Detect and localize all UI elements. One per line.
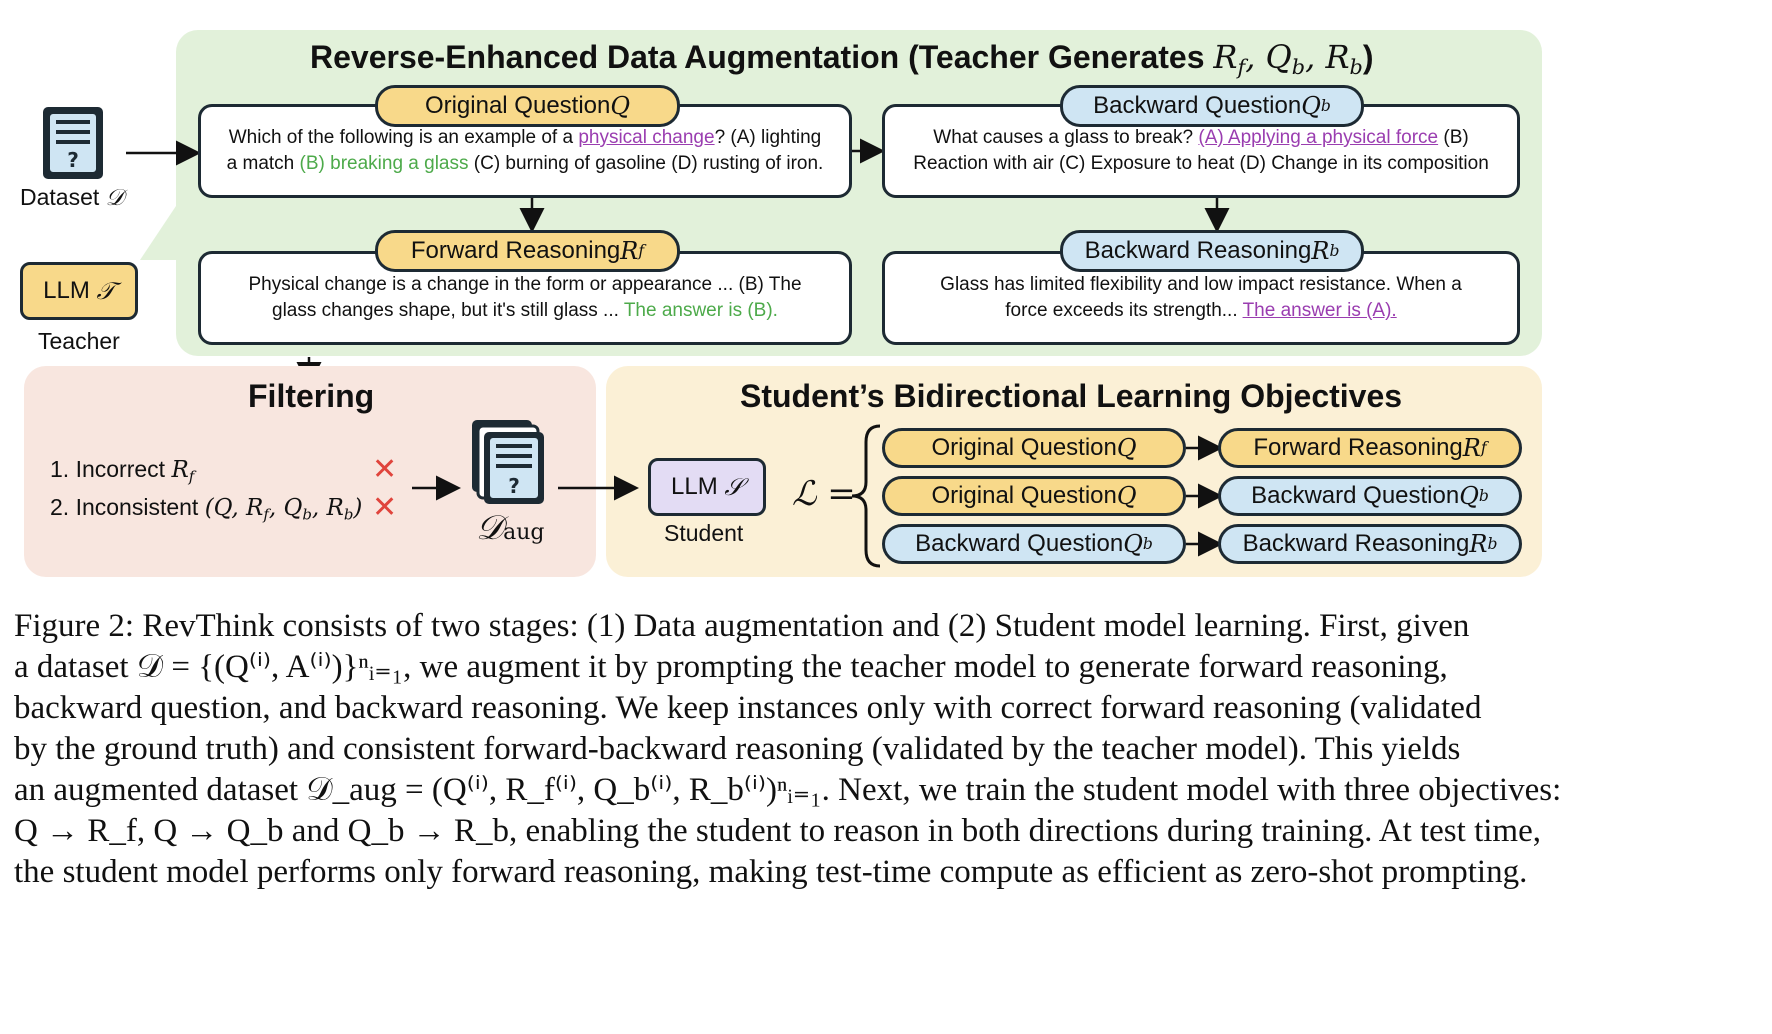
caption-line: Q → R_f, Q → Q_b and Q_b → R_b, enabling… bbox=[14, 813, 1541, 849]
teacher-llm-box: LLM 𝒯 bbox=[20, 262, 138, 320]
student-title: Student’s Bidirectional Learning Objecti… bbox=[740, 378, 1403, 414]
objective1-from: Original Question Q bbox=[882, 428, 1186, 468]
student-llm-box: LLM 𝒮 bbox=[648, 458, 766, 516]
arrows-stage2 bbox=[412, 424, 1223, 568]
cross-icon: ✕ bbox=[372, 491, 398, 524]
figure-caption: Figure 2: RevThink consists of two stage… bbox=[14, 606, 1759, 893]
filter-item-incorrect: 1. Incorrect Rf bbox=[50, 456, 195, 486]
augmented-dataset-label: 𝒟aug bbox=[476, 508, 545, 548]
caption-line: Figure 2: RevThink consists of two stage… bbox=[14, 608, 1470, 644]
loss-symbol: ℒ = bbox=[792, 474, 856, 514]
svg-text:?: ? bbox=[67, 148, 79, 172]
student-label: Student bbox=[664, 520, 744, 546]
svg-text:?: ? bbox=[508, 474, 520, 498]
original-question-pill: Original Question Q bbox=[375, 85, 680, 127]
document-stack-icon: ? bbox=[472, 420, 544, 504]
document-question-icon: ? bbox=[43, 107, 103, 179]
objective2-from: Original Question Q bbox=[882, 476, 1186, 516]
augmentation-title: Reverse-Enhanced Data Augmentation (Teac… bbox=[310, 38, 1374, 80]
filtering-title: Filtering bbox=[248, 378, 375, 414]
caption-line: the student model performs only forward … bbox=[14, 854, 1528, 890]
filter-item-inconsistent: 2. Inconsistent (Q, Rf, Qb, Rb) bbox=[50, 494, 363, 524]
caption-line: backward question, and backward reasonin… bbox=[14, 690, 1482, 726]
dataset-label: Dataset 𝒟 bbox=[20, 184, 125, 211]
caption-line: a dataset 𝒟 = {(Q⁽ⁱ⁾, A⁽ⁱ⁾)}ⁿᵢ₌₁, we aug… bbox=[14, 649, 1448, 685]
teacher-callout-tail bbox=[140, 200, 180, 260]
teacher-label: Teacher bbox=[38, 328, 120, 354]
caption-line: an augmented dataset 𝒟_aug = (Q⁽ⁱ⁾, R_f⁽… bbox=[14, 772, 1562, 808]
caption-line: by the ground truth) and consistent forw… bbox=[14, 731, 1461, 767]
cross-icon: ✕ bbox=[372, 453, 398, 486]
